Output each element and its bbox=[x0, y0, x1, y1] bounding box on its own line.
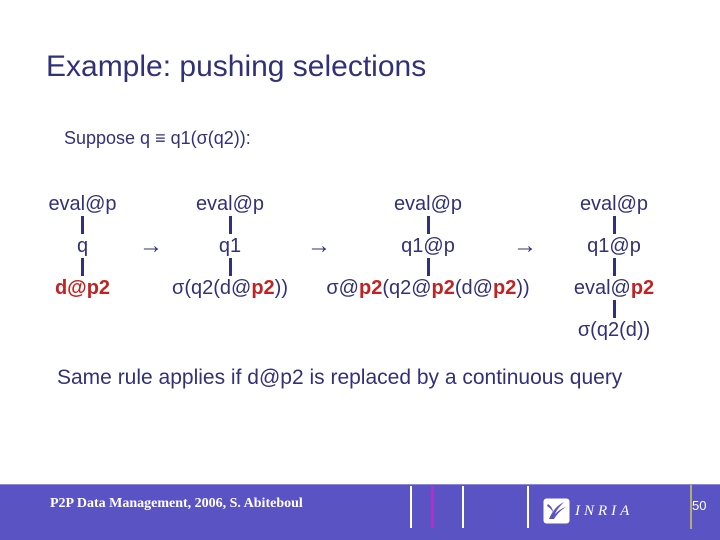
tree-edge bbox=[426, 258, 430, 276]
footer-bar: P2P Data Management, 2006, S. Abiteboul … bbox=[0, 484, 720, 540]
tree-node-label: q1@p bbox=[587, 235, 641, 257]
tree-node-label: eval@p bbox=[393, 193, 463, 215]
footer-divider-line bbox=[462, 486, 464, 528]
tree-node-label: d@p2 bbox=[54, 277, 111, 299]
tree-edge bbox=[81, 216, 84, 234]
bottom-note: Same rule applies if d@p2 is replaced by… bbox=[57, 366, 623, 389]
inria-logo: INRIA bbox=[543, 498, 633, 524]
rewrite-arrow-icon: → bbox=[513, 232, 537, 259]
query-tree-located: eval@p q1@p σ@p2(q2@p2(d@p2)) bbox=[316, 192, 540, 300]
tree-node-label: σ(q2(d@p2)) bbox=[171, 277, 288, 299]
tree-node-label: eval@p2 bbox=[573, 277, 655, 299]
tree-node-label: eval@p bbox=[195, 193, 265, 215]
tree-edge bbox=[612, 258, 616, 276]
query-tree-original: eval@p q d@p2 bbox=[10, 192, 155, 300]
tree-node-label: σ(q2(d)) bbox=[577, 319, 651, 341]
footer-credit: P2P Data Management, 2006, S. Abiteboul bbox=[50, 496, 303, 511]
query-tree-unfolded: eval@p q1 σ(q2(d@p2)) bbox=[150, 192, 310, 300]
footer-divider-line-tan bbox=[690, 485, 692, 529]
slide-title: Example: pushing selections bbox=[46, 50, 427, 83]
query-tree-pushed-selection: eval@p q1@p eval@p2 σ(q2(d)) bbox=[532, 192, 696, 342]
tree-node-label: q1@p bbox=[401, 235, 455, 257]
tree-edge bbox=[612, 300, 616, 318]
page-number: 50 bbox=[692, 498, 707, 513]
tree-edge bbox=[81, 258, 84, 276]
query-rewrite-diagram: eval@p q d@p2 → eval@p q1 σ(q2(d@p2)) → eval… bbox=[10, 192, 696, 342]
inria-logo-text: INRIA bbox=[575, 502, 634, 519]
tree-edge bbox=[228, 258, 232, 276]
footer-divider-line bbox=[410, 486, 412, 528]
tree-node-label: eval@p bbox=[48, 193, 117, 215]
tree-edge bbox=[612, 216, 616, 234]
rewrite-arrow-icon: → bbox=[307, 232, 331, 259]
footer-divider-line bbox=[527, 486, 529, 528]
suppose-line: Suppose q ≡ q1(σ(q2)): bbox=[64, 128, 251, 148]
tree-node-label: q1 bbox=[218, 235, 242, 257]
tree-node-label: σ@p2(q2@p2(d@p2)) bbox=[326, 277, 530, 299]
tree-node-label: eval@p bbox=[579, 193, 649, 215]
tree-node-label: q bbox=[76, 235, 89, 257]
tree-edge bbox=[228, 216, 232, 234]
rewrite-arrow-icon: → bbox=[139, 232, 163, 259]
inria-logo-icon bbox=[543, 498, 570, 524]
footer-divider-line-magenta bbox=[431, 486, 434, 528]
tree-edge bbox=[426, 216, 430, 234]
